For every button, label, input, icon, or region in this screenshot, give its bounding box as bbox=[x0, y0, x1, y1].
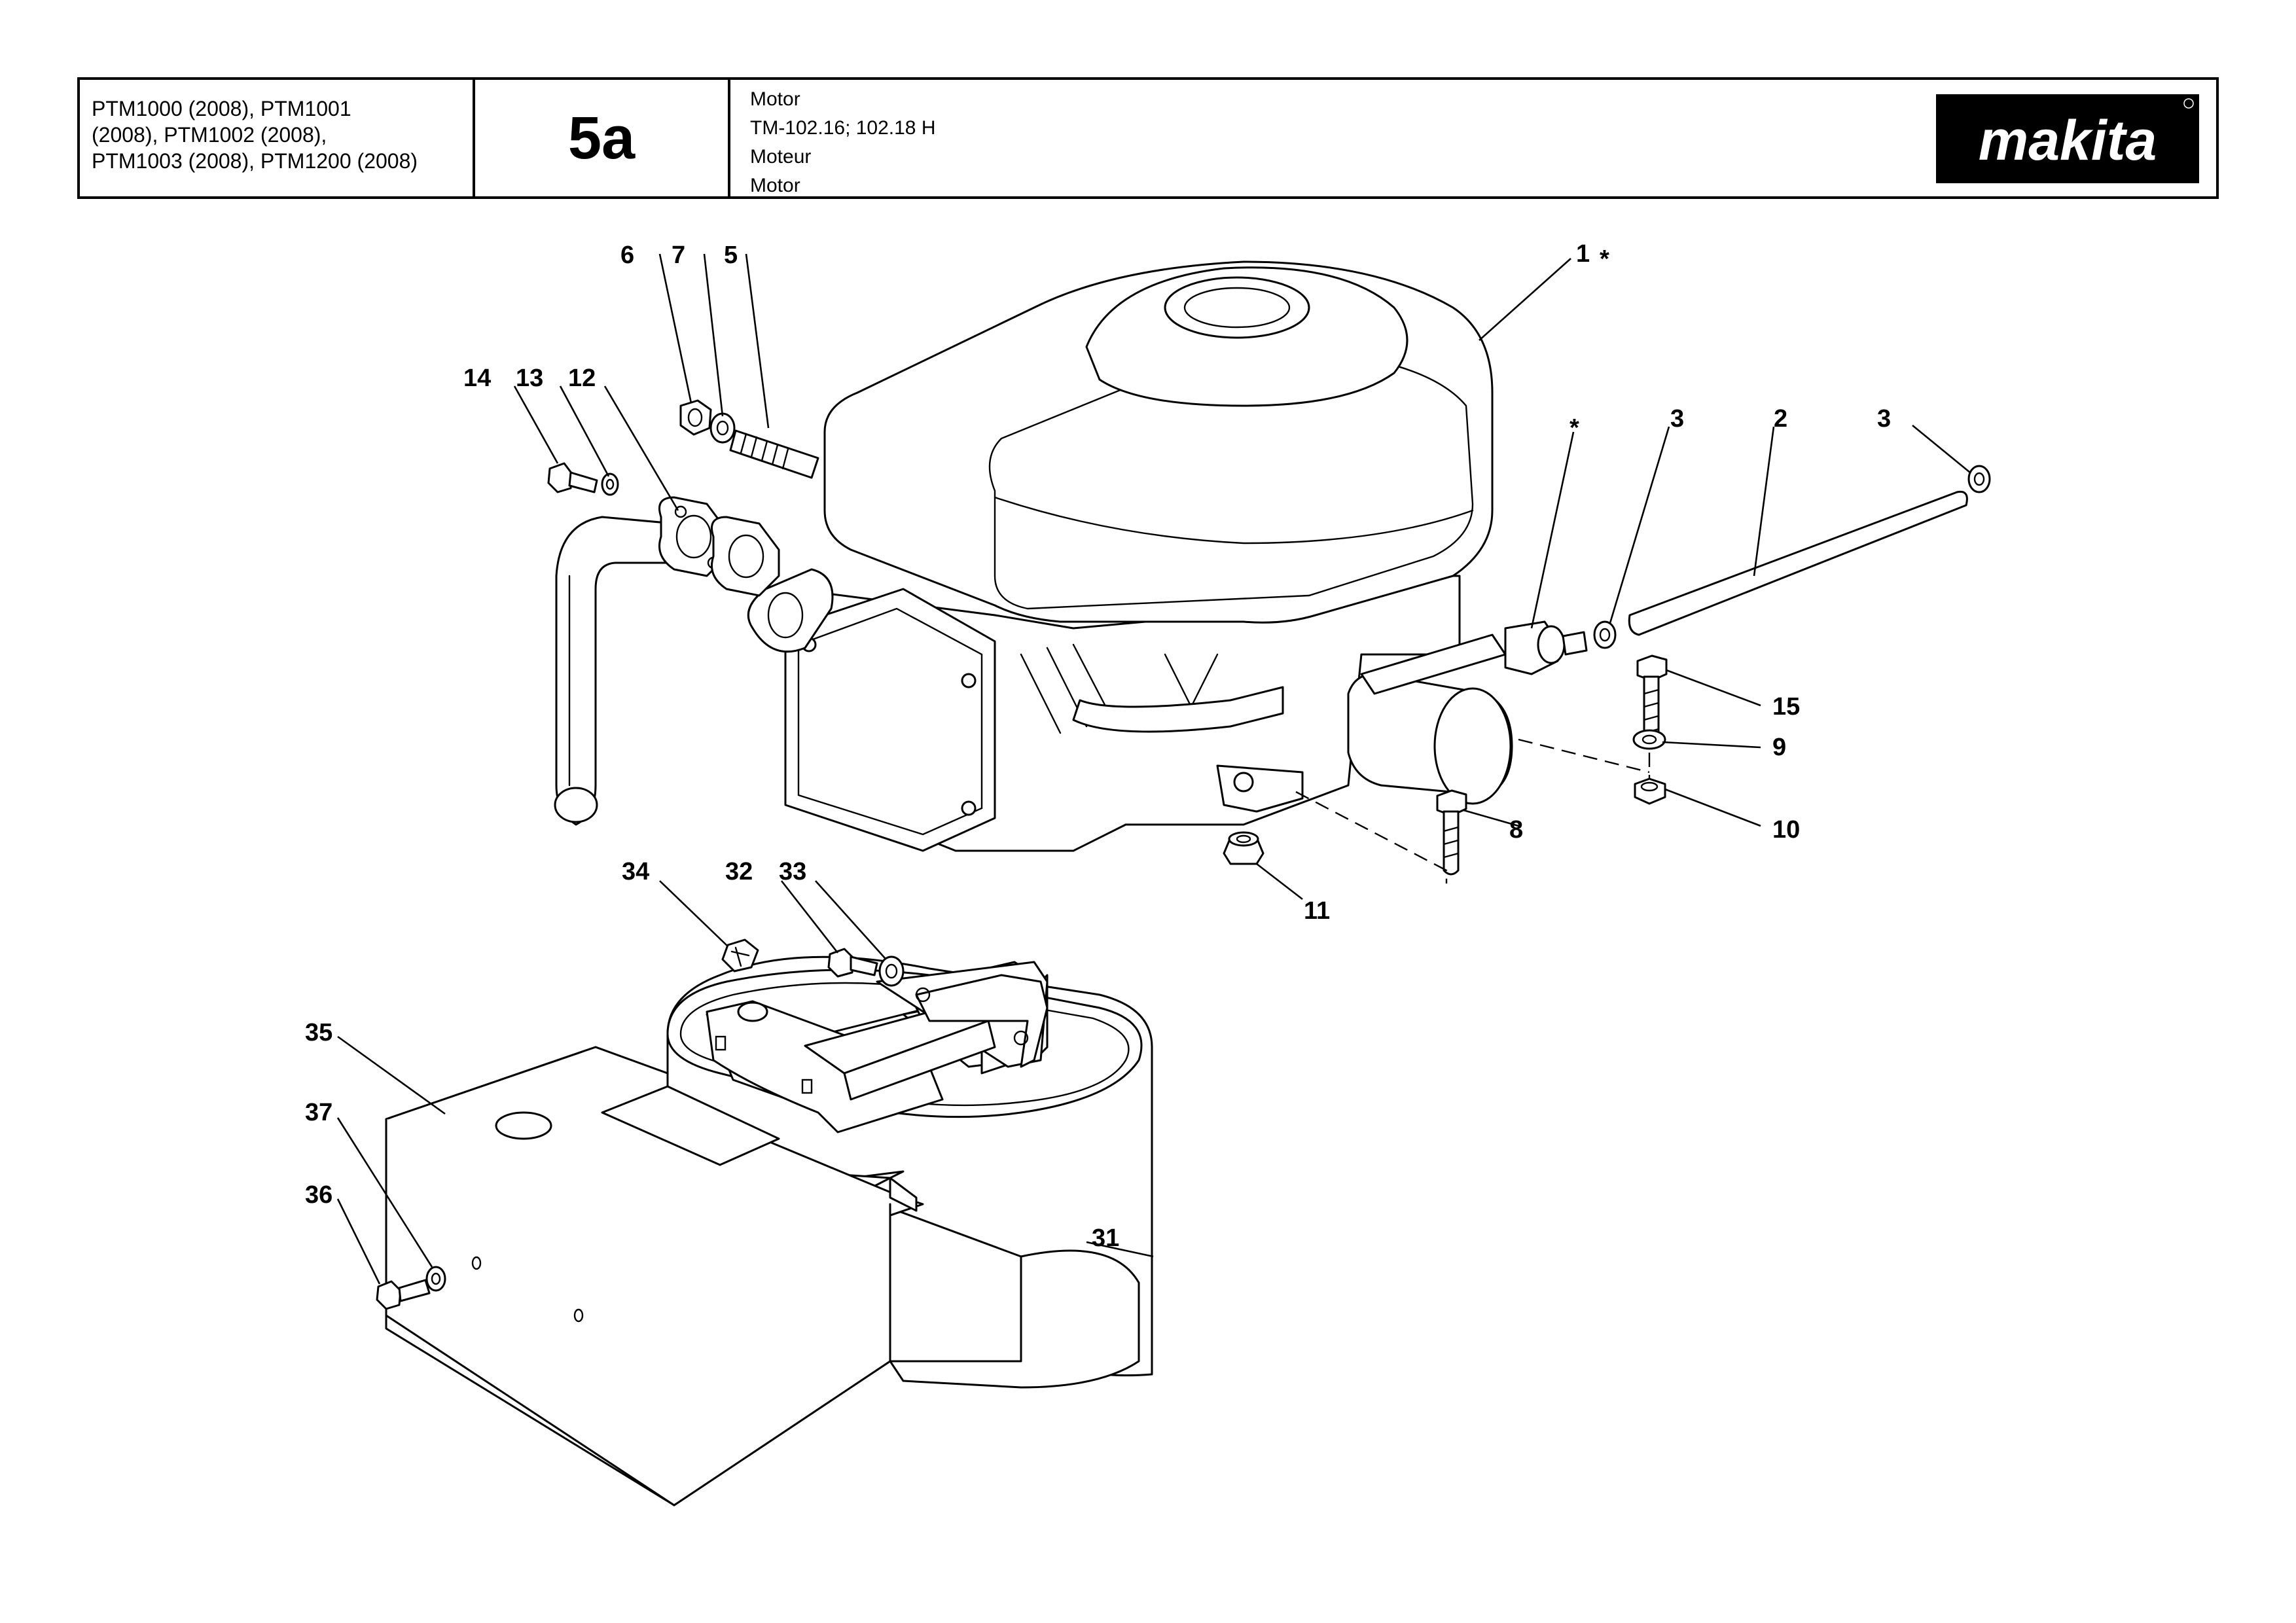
fuel-fitting bbox=[1360, 620, 1588, 695]
model-line: PTM1003 (2008), PTM1200 (2008) bbox=[92, 149, 418, 173]
section-titles: Motor TM-102.16; 102.18 H Moteur Motor bbox=[730, 80, 1319, 196]
clip-nut-34 bbox=[721, 938, 759, 972]
bolt-14 bbox=[547, 462, 598, 493]
callout-1-star: * bbox=[1600, 245, 1609, 273]
callout-15: 15 bbox=[1772, 693, 1800, 721]
callout-6: 6 bbox=[620, 241, 634, 269]
bolt-8 bbox=[1436, 789, 1467, 876]
title-line: Moteur bbox=[750, 146, 812, 168]
callout-33: 33 bbox=[779, 858, 806, 885]
washer-13 bbox=[601, 473, 619, 496]
engine-assembly bbox=[784, 260, 1513, 852]
stud-bolt bbox=[729, 429, 819, 479]
callout-11: 11 bbox=[1304, 897, 1330, 925]
callout-32: 32 bbox=[725, 858, 753, 885]
callout-9: 9 bbox=[1772, 734, 1786, 761]
flange-nut-11 bbox=[1223, 831, 1265, 865]
callout-3: 3 bbox=[1670, 405, 1684, 433]
callout-8: 8 bbox=[1509, 816, 1523, 844]
cover-box bbox=[385, 1046, 924, 1507]
callout-34: 34 bbox=[622, 858, 649, 885]
fuel-hose bbox=[1628, 490, 1968, 636]
callout-37: 37 bbox=[305, 1099, 332, 1126]
model-line: PTM1000 (2008), PTM1001 bbox=[92, 97, 351, 120]
callout-35: 35 bbox=[305, 1019, 332, 1046]
lock-washer bbox=[709, 412, 736, 444]
callout-star: * bbox=[1570, 414, 1579, 442]
callout-7: 7 bbox=[672, 241, 685, 269]
title-line: TM-102.16; 102.18 H bbox=[750, 117, 936, 139]
callout-13: 13 bbox=[516, 365, 543, 392]
washer-37 bbox=[425, 1266, 446, 1292]
callout-2: 2 bbox=[1774, 405, 1787, 433]
model-line: (2008), PTM1002 (2008), bbox=[92, 123, 327, 147]
title-line: Motor bbox=[750, 175, 800, 196]
callout-14: 14 bbox=[463, 365, 491, 392]
model-list: PTM1000 (2008), PTM1001 (2008), PTM1002 … bbox=[80, 80, 475, 196]
callout-10: 10 bbox=[1772, 816, 1800, 844]
mounting-bracket bbox=[706, 974, 1049, 1133]
callout-5: 5 bbox=[724, 241, 738, 269]
toothed-washer-9 bbox=[1632, 729, 1666, 750]
bolt-32 bbox=[827, 948, 878, 978]
nut-10 bbox=[1634, 777, 1666, 805]
callout-31: 31 bbox=[1092, 1224, 1119, 1252]
callout-labels: 1 * * 3 2 3 6 7 5 14 13 12 15 9 10 8 11 … bbox=[305, 240, 1891, 1252]
hex-nut bbox=[679, 399, 712, 436]
bolt-36 bbox=[376, 1279, 431, 1310]
brand-wordmark: makita bbox=[1979, 109, 2157, 172]
exhaust-pipe bbox=[554, 516, 675, 826]
intake-port bbox=[747, 568, 834, 653]
toothed-washer-33 bbox=[878, 955, 905, 987]
flange-gasket bbox=[711, 516, 780, 597]
makita-logo: makita bbox=[1936, 94, 2199, 183]
callout-3: 3 bbox=[1877, 405, 1891, 433]
callout-12: 12 bbox=[568, 365, 596, 392]
title-block: PTM1000 (2008), PTM1001 (2008), PTM1002 … bbox=[77, 77, 2219, 199]
hose-clamp bbox=[1593, 465, 1991, 649]
callout-1: 1 bbox=[1576, 240, 1590, 268]
leader-lines bbox=[336, 253, 1971, 1285]
title-line: Motor bbox=[750, 88, 800, 110]
page-number: 5a bbox=[475, 80, 730, 196]
callout-36: 36 bbox=[305, 1181, 332, 1209]
